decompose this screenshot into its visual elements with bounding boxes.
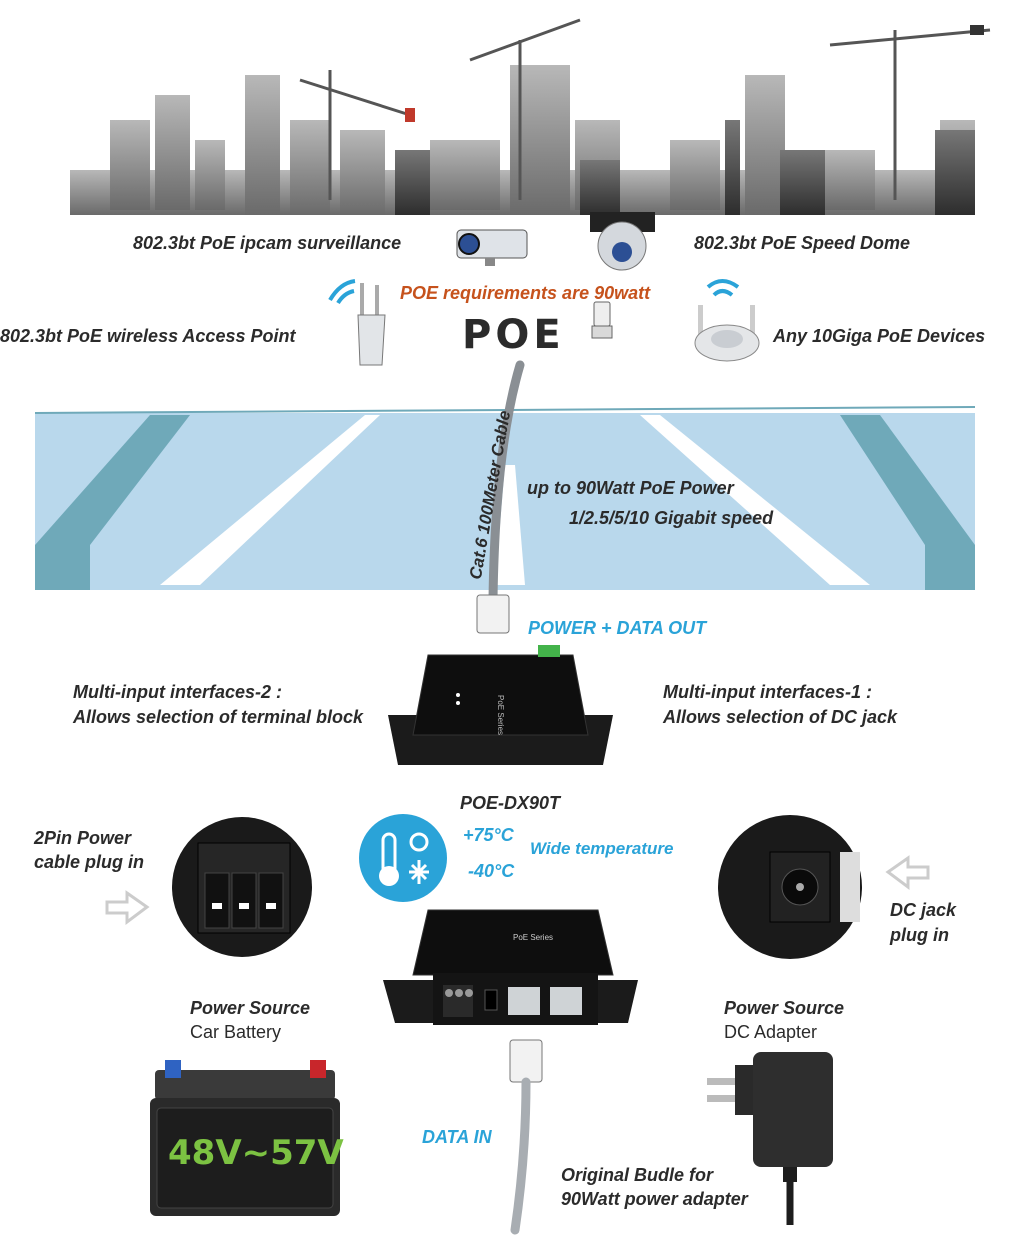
src-right-title: Power Source [724, 998, 845, 1018]
ipcam-label: 802.3bt PoE ipcam surveillance [133, 233, 402, 253]
multi2-line2: Allows selection of terminal block [73, 707, 364, 727]
arrow-right-icon [105, 890, 150, 925]
data-in-cable [509, 1039, 543, 1235]
multi1-line2: Allows selection of DC jack [663, 707, 898, 727]
src-left-title: Power Source [190, 998, 311, 1018]
wide-temp-label: Wide temperature [530, 839, 674, 858]
temp-high-label: +75°C [463, 825, 514, 845]
poe-requirement-label: POE requirements are 90watt [400, 283, 651, 303]
arrow-left-icon [885, 855, 930, 890]
multi1-line1: Multi-input interfaces-1 : [663, 682, 873, 702]
power-line1: up to 90Watt PoE Power [527, 478, 734, 498]
dcjack-line1: DC jack [890, 900, 957, 920]
speed-dome-label: 802.3bt PoE Speed Dome [694, 233, 911, 253]
ipcam-icon [456, 229, 528, 266]
multi2-line1: Multi-input interfaces-2 : [73, 682, 283, 702]
twopin-line1: 2Pin Power [34, 828, 132, 848]
temperature-icon [359, 814, 447, 902]
power-data-out-label: POWER + DATA OUT [528, 618, 707, 638]
cat6-cable [476, 360, 525, 634]
road [34, 406, 976, 590]
model-label: POE-DX90T [460, 793, 561, 813]
city-skyline [70, 18, 991, 215]
poe-device-top: PoE Series [388, 645, 613, 765]
device-brand: PoE Series [513, 933, 553, 942]
rj45-plug-icon [591, 301, 613, 339]
access-point-label: 802.3bt PoE wireless Access Point [0, 326, 296, 346]
poe-logo: POE [462, 312, 565, 358]
src-right-sub: DC Adapter [724, 1022, 818, 1042]
dcjack-line2: plug in [890, 925, 949, 945]
power-adapter-icon [707, 1052, 833, 1225]
terminal-block-closeup [172, 817, 312, 957]
any-device-label: Any 10Giga PoE Devices [773, 326, 986, 346]
router-icon [694, 279, 760, 362]
battery-voltage: 48V~57V [168, 1133, 344, 1173]
speed-dome-icon [590, 212, 655, 271]
poe-device-bottom: PoE Series [383, 909, 638, 1025]
temp-low-label: -40°C [468, 861, 515, 881]
twopin-line2: cable plug in [34, 852, 145, 872]
access-point-icon [328, 279, 386, 366]
src-left-sub: Car Battery [190, 1022, 282, 1042]
svg-text:PoE Series: PoE Series [496, 695, 505, 735]
dc-jack-closeup [718, 815, 862, 959]
adapter-line2: 90Watt power adapter [561, 1189, 748, 1209]
data-in-label: DATA IN [422, 1127, 492, 1147]
adapter-line1: Original Budle for [561, 1165, 714, 1185]
car-battery-icon [150, 1060, 340, 1216]
power-line2: 1/2.5/5/10 Gigabit speed [569, 508, 774, 528]
